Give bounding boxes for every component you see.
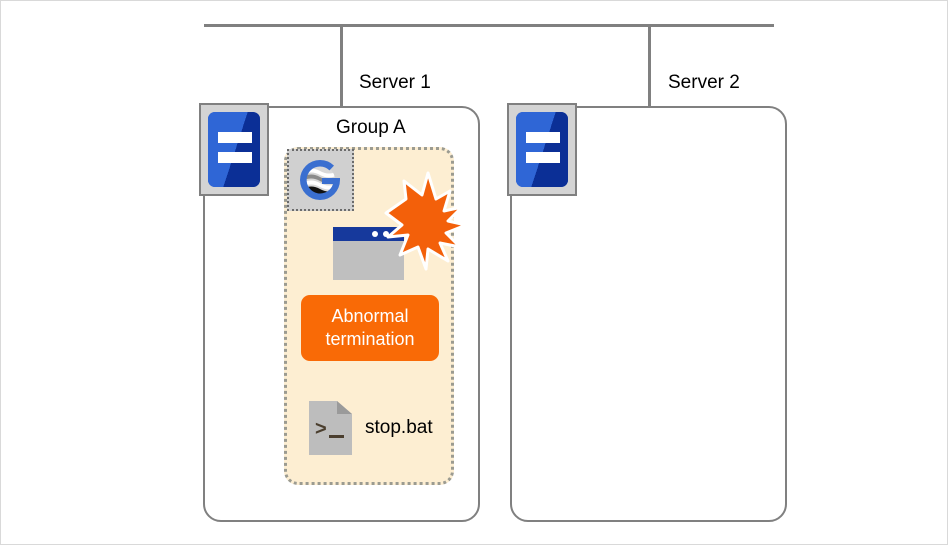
- server2-label: Server 2: [668, 72, 740, 93]
- server-slot-bar: [218, 132, 252, 143]
- abnormal-termination-line1: Abnormal: [331, 306, 409, 326]
- script-file-row: > stop.bat: [309, 401, 433, 455]
- server-hardware-icon: [199, 103, 269, 196]
- server-slot-bar: [526, 152, 560, 163]
- application-logo-icon: [287, 149, 354, 211]
- window-control-dot: [394, 231, 400, 237]
- network-drop-line-server1: [340, 24, 343, 107]
- window-control-dot: [383, 231, 389, 237]
- window-control-dot: [372, 231, 378, 237]
- abnormal-termination-line2: termination: [325, 329, 415, 349]
- server-chassis: [208, 112, 260, 187]
- script-file-label: stop.bat: [365, 417, 433, 438]
- server-chassis: [516, 112, 568, 187]
- window-titlebar: [333, 227, 404, 241]
- svg-text:>: >: [315, 418, 327, 440]
- server-slot-bar: [218, 152, 252, 163]
- abnormal-termination-badge: Abnormal termination: [301, 295, 439, 361]
- network-drop-line-server2: [648, 24, 651, 107]
- server-hardware-icon: [507, 103, 577, 196]
- application-window-icon: [333, 227, 404, 280]
- script-file-icon: >: [309, 401, 352, 455]
- server1-label: Server 1: [359, 72, 431, 93]
- server-slot-bar: [526, 132, 560, 143]
- network-bus-line: [204, 24, 774, 27]
- group-a-label: Group A: [336, 117, 406, 138]
